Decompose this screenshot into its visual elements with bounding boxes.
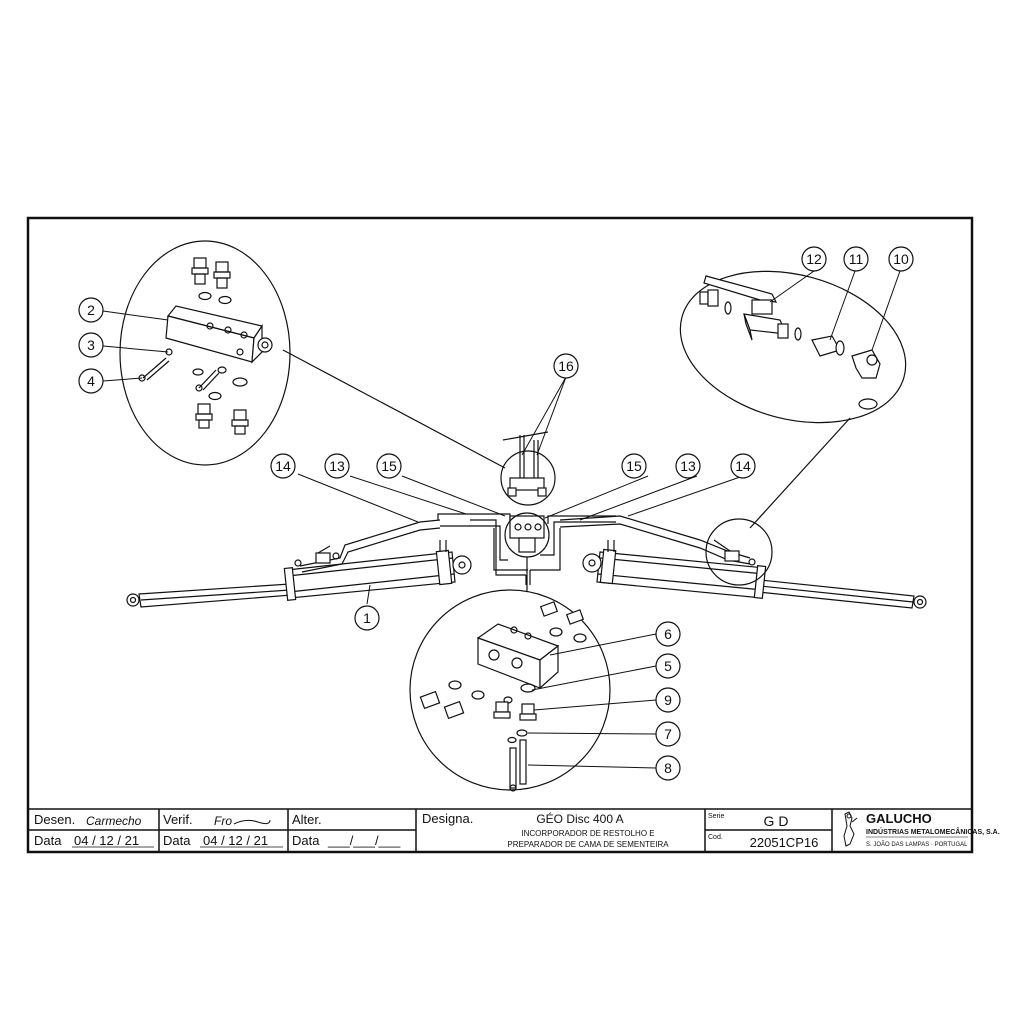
- serie-value: G D: [764, 813, 789, 829]
- callout-7-label: 7: [664, 726, 672, 742]
- callout-4: [78, 368, 104, 394]
- company-name: GALUCHO: [866, 811, 932, 826]
- verif-signature: Fro: [214, 814, 232, 828]
- callout-2: [78, 297, 104, 323]
- callout-9-label: 9: [664, 692, 672, 708]
- callout-11: [843, 246, 869, 272]
- callout-9: [655, 687, 681, 713]
- product-name: GÉO Disc 400 A: [536, 811, 623, 826]
- callout-2-label: 2: [87, 302, 95, 318]
- top-hose-detail: [502, 431, 549, 497]
- desen-label: Desen.: [34, 812, 75, 827]
- callout-numbers: 1 2 3 4 5 6 7 8 9 10 11 12 13 13 14 14 1…: [87, 251, 909, 776]
- callout-15-left-label: 15: [381, 458, 397, 474]
- company-location: S. JOÃO DAS LAMPAS · PORTUGAL: [866, 841, 968, 848]
- callout-16-label: 16: [558, 358, 574, 374]
- callout-15-right: [621, 453, 647, 479]
- verif-date: 04 / 12 / 21: [203, 833, 268, 848]
- callout-6-label: 6: [664, 626, 672, 642]
- desen-data-label: Data: [34, 833, 62, 848]
- callout-1: [354, 605, 380, 631]
- callout-5: [655, 653, 681, 679]
- detail-left-valve-block: [119, 240, 506, 469]
- callout-balloons: [78, 246, 914, 781]
- central-hose-network: [437, 513, 616, 585]
- callout-1-label: 1: [363, 610, 371, 626]
- callout-14-right-label: 14: [735, 458, 751, 474]
- callout-13-right-label: 13: [680, 458, 696, 474]
- description-line-1: INCORPORADOR DE RESTOLHO E: [521, 829, 654, 838]
- left-cylinder-assembly: [126, 519, 472, 608]
- detail-bottom-manifold-block: [409, 557, 611, 792]
- serie-label: Serie: [708, 813, 724, 820]
- callout-4-label: 4: [87, 373, 95, 389]
- designa-label: Designa.: [422, 811, 473, 826]
- detail-ring-top-manifold: [500, 450, 556, 506]
- callout-13-left-label: 13: [329, 458, 345, 474]
- company-full-name: INDÚSTRIAS METALOMECÂNICAS, S.A.: [866, 827, 1000, 836]
- verif-label: Verif.: [163, 812, 193, 827]
- description-line-2: PREPARADOR DE CAMA DE SEMENTEIRA: [507, 840, 669, 849]
- callout-13-right: [675, 453, 701, 479]
- callout-10-label: 10: [893, 251, 909, 267]
- alter-date: ___/___/___: [327, 833, 401, 848]
- cod-value: 22051CP16: [750, 835, 819, 850]
- detail-right-ball-valve: [679, 270, 907, 529]
- verif-data-label: Data: [163, 833, 191, 848]
- callout-8-label: 8: [664, 760, 672, 776]
- title-block: Desen. Carmecho Verif. Fro Alter. Data 0…: [27, 808, 1000, 853]
- callout-5-label: 5: [664, 658, 672, 674]
- callout-7: [655, 721, 681, 747]
- galucho-logo: [843, 811, 858, 847]
- callout-14-left-label: 14: [275, 458, 291, 474]
- main-assembly: [126, 431, 927, 609]
- callout-3: [78, 332, 104, 358]
- verif-signature-stroke: [233, 819, 271, 825]
- callout-16: [553, 353, 579, 379]
- callout-6: [655, 621, 681, 647]
- cod-label: Cod.: [708, 834, 723, 841]
- callout-12-label: 12: [806, 251, 822, 267]
- callout-8: [655, 755, 681, 781]
- detail-ring-right-valve: [705, 518, 773, 586]
- callout-12: [801, 246, 827, 272]
- alter-data-label: Data: [292, 833, 320, 848]
- desen-date: 04 / 12 / 21: [74, 833, 139, 848]
- callout-15-left: [376, 453, 402, 479]
- callout-13-left: [324, 453, 350, 479]
- callout-14-left: [270, 453, 296, 479]
- callout-10: [888, 246, 914, 272]
- callout-3-label: 3: [87, 337, 95, 353]
- alter-label: Alter.: [292, 812, 322, 827]
- right-cylinder-assembly: [559, 515, 927, 609]
- desen-signature: Carmecho: [86, 814, 142, 828]
- callout-15-right-label: 15: [626, 458, 642, 474]
- callout-14-right: [730, 453, 756, 479]
- callout-11-label: 11: [849, 251, 864, 267]
- callout-leaders: [102, 270, 901, 769]
